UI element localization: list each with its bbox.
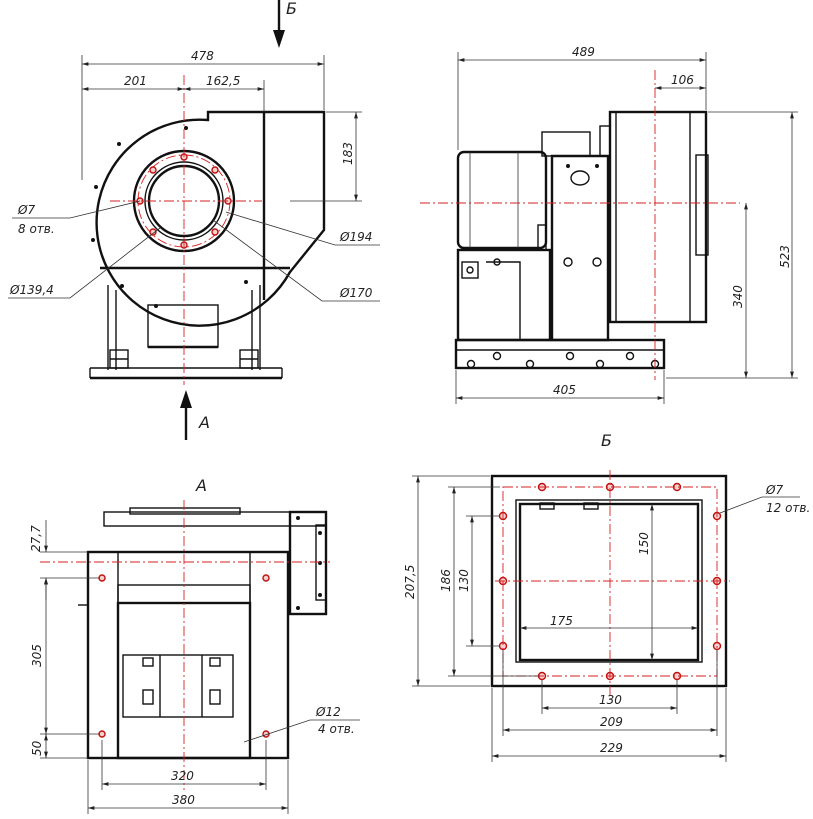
dim-opening-width: 175 — [550, 614, 573, 628]
flange-hole — [149, 228, 157, 236]
leader-outlet-hole — [719, 496, 800, 514]
terminal-box — [541, 131, 591, 157]
leader-inner-circle — [212, 219, 380, 302]
motor-plate — [550, 154, 610, 342]
leader-base-hole — [243, 719, 360, 743]
dim-left-offset: 201 — [124, 74, 147, 88]
arrow-b-head — [273, 30, 285, 48]
base-rail — [454, 338, 666, 370]
volute-housing — [95, 110, 326, 327]
arrow-b-label: Б — [286, 0, 297, 18]
flange-hole — [211, 166, 219, 174]
dim-base-width: 405 — [553, 383, 576, 397]
dim-hole-span-h: 209 — [600, 715, 623, 729]
frame-left — [456, 248, 552, 342]
inlet-collar — [695, 154, 709, 256]
flange-hole — [211, 228, 219, 236]
housing-side — [608, 110, 708, 324]
arrow-a-head — [180, 390, 192, 408]
dim-opening-height: 150 — [637, 532, 651, 555]
front-view: Б — [8, 0, 380, 440]
dim-hole-spacing-h-b: 130 — [599, 693, 622, 707]
dim-hole-span-v: 186 — [439, 569, 453, 592]
side-view: 489 106 523 340 405 — [420, 45, 798, 404]
label-outlet-hole-dia: Ø7 — [765, 483, 783, 497]
motor-body — [456, 150, 548, 250]
view-b-title: Б — [601, 431, 612, 450]
dim-hole-spacing-h: 320 — [171, 769, 194, 783]
dim-hole-spacing-v: 305 — [30, 644, 44, 667]
dim-outlet-height: 183 — [341, 142, 355, 165]
dim-side-width: 489 — [572, 45, 595, 59]
label-hole-count: 8 отв. — [18, 222, 55, 236]
dim-overall-width: 478 — [191, 49, 214, 63]
arrow-a-label: А — [198, 413, 210, 432]
housing-bolts — [91, 126, 248, 308]
dim-side-height: 523 — [778, 245, 792, 268]
base-hole — [262, 574, 270, 582]
label-inner-circle: Ø170 — [339, 286, 373, 300]
label-bolt-circle: Ø194 — [339, 230, 372, 244]
outlet-opening — [518, 502, 700, 662]
dim-inlet-offset: 162,5 — [206, 74, 240, 88]
label-inlet-dia: Ø139,4 — [9, 283, 54, 297]
dim-flange-width: 106 — [671, 73, 694, 87]
leader-hole — [12, 200, 141, 219]
label-base-hole-dia: Ø12 — [315, 705, 341, 719]
base-holes — [466, 351, 660, 369]
label-outlet-hole-count: 12 отв. — [766, 501, 810, 515]
dim-flange-width-b: 229 — [600, 741, 623, 755]
view-a: А 27,7 — [29, 476, 360, 814]
label-base-hole-count: 4 отв. — [318, 722, 355, 736]
leader-bolt-circle — [225, 211, 380, 246]
dim-base-width-a: 380 — [172, 793, 195, 807]
leader-inlet — [8, 227, 161, 299]
dim-flange-height: 207,5 — [403, 565, 417, 599]
label-hole-dia: Ø7 — [17, 203, 35, 217]
flange-hole — [149, 166, 157, 174]
view-a-title: А — [195, 476, 207, 495]
view-b: Б Ø7 12 отв. 207,5 — [403, 431, 810, 762]
dim-hole-spacing-v-b: 130 — [457, 569, 471, 592]
dim-axis-height: 340 — [731, 285, 745, 308]
stand — [89, 285, 283, 380]
dim-bottom-offset: 50 — [30, 740, 44, 756]
dim-top-offset: 27,7 — [29, 525, 43, 552]
